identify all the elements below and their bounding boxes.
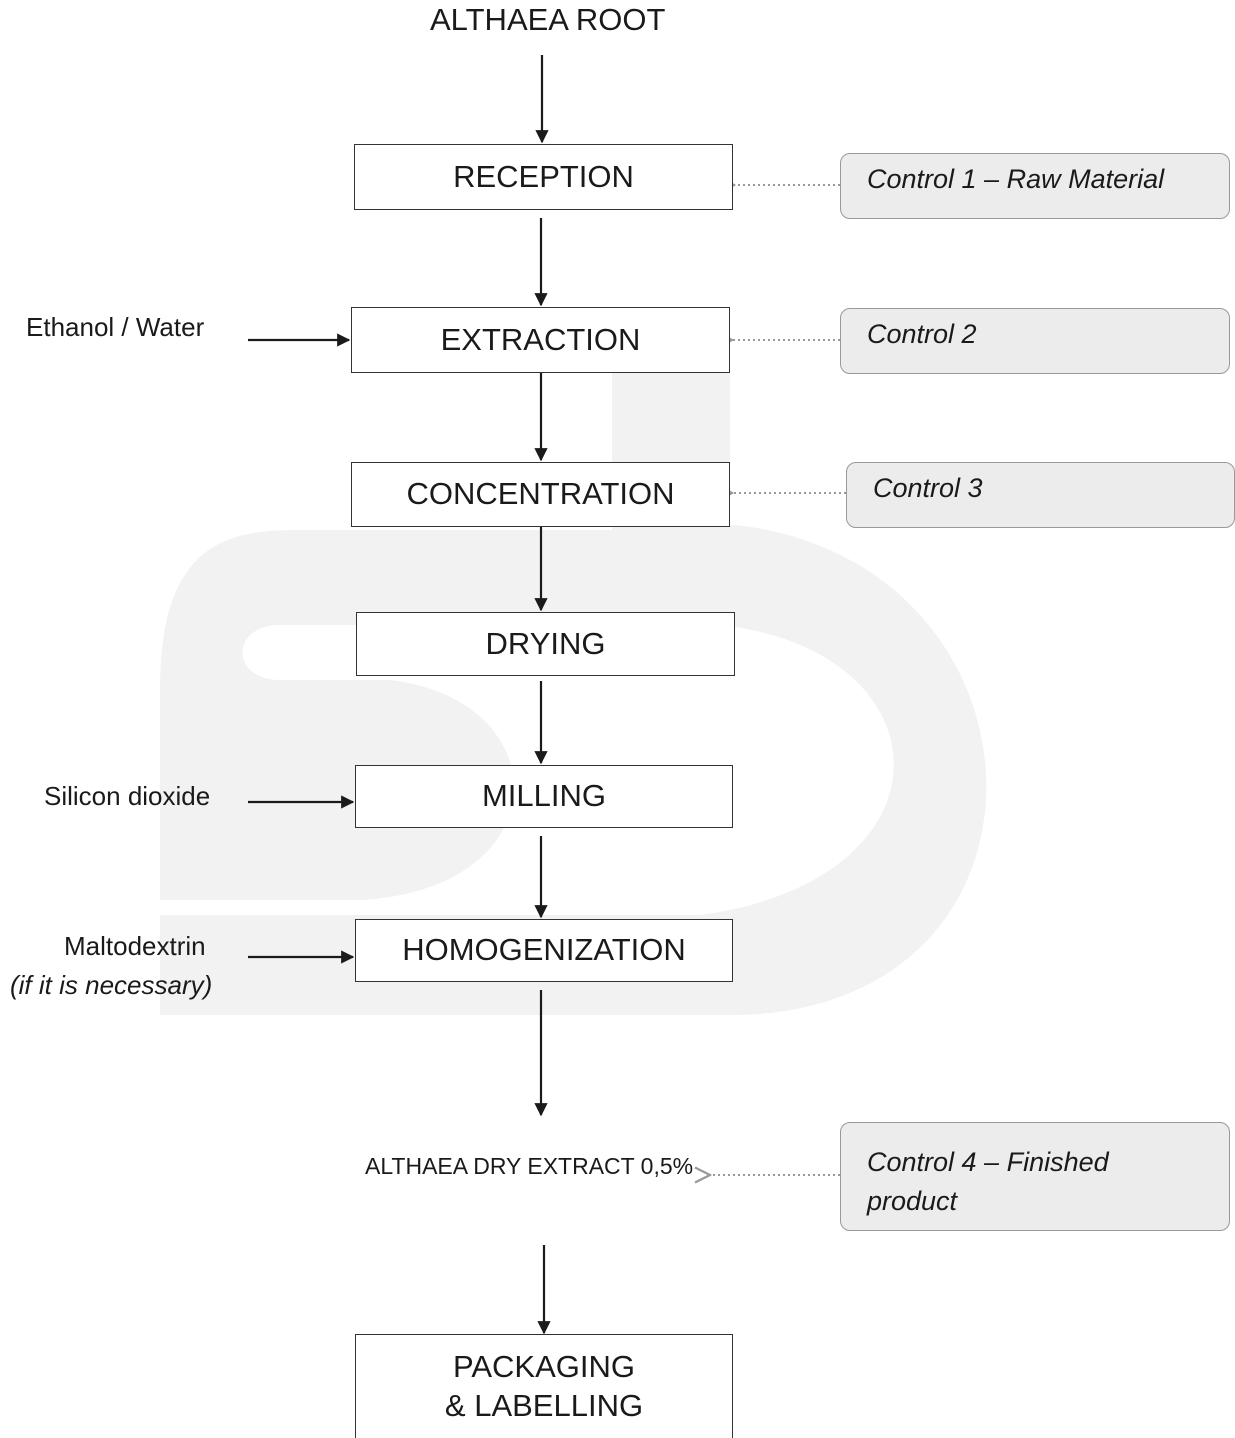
step-packaging-label: PACKAGING & LABELLING [444, 1348, 644, 1423]
input-silicon-dioxide: Silicon dioxide [44, 781, 211, 811]
control-3-box: Control 3 [846, 462, 1235, 528]
step-reception-label: RECEPTION [453, 158, 634, 194]
step-packaging: PACKAGING & LABELLING [355, 1334, 733, 1438]
step-drying: DRYING [356, 612, 735, 676]
step-extraction: EXTRACTION [351, 307, 730, 373]
step-concentration: CONCENTRATION [351, 462, 730, 527]
input-maltodextrin-note: (if it is necessary) [10, 970, 213, 1000]
step-milling: MILLING [355, 765, 733, 828]
step-milling-label: MILLING [481, 778, 607, 814]
control-1-box: Control 1 – Raw Material [840, 153, 1230, 219]
step-drying-label: DRYING [485, 625, 606, 661]
step-homogenization: HOMOGENIZATION [355, 919, 733, 982]
control-4-box: Control 4 – Finished product [840, 1122, 1230, 1231]
input-maltodextrin: Maltodextrin [64, 931, 206, 961]
control-1-label: Control 1 – Raw Material [867, 164, 1165, 194]
control-4-label: Control 4 – Finished product [867, 1147, 1109, 1217]
raw-material-title: ALTHAEA ROOT [430, 2, 666, 37]
step-homogenization-label: HOMOGENIZATION [402, 932, 686, 968]
control-2-box: Control 2 [840, 308, 1230, 374]
input-ethanol-water: Ethanol / Water [26, 312, 205, 342]
control-2-label: Control 2 [867, 319, 977, 349]
step-extraction-label: EXTRACTION [440, 321, 641, 357]
step-reception: RECEPTION [354, 144, 733, 210]
final-product-label: ALTHAEA DRY EXTRACT 0,5% [365, 1153, 694, 1179]
control-3-label: Control 3 [873, 473, 983, 503]
step-concentration-label: CONCENTRATION [406, 476, 675, 512]
